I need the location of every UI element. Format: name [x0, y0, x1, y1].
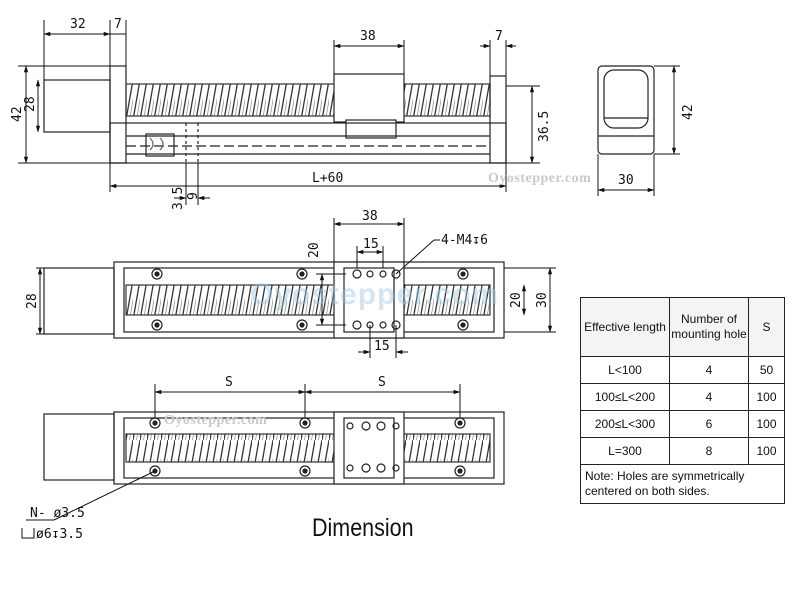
top-dimension-lines [36, 218, 556, 358]
carriage-foot [345, 119, 397, 139]
dim-end-block: 32 [70, 17, 86, 32]
dim-top-hole-spacing-y: 20 [307, 242, 322, 258]
dim-base-thickness: 9 [186, 192, 201, 200]
dim-top-rail-width-outer: 30 [535, 292, 550, 308]
dim-top-body-height: 28 [25, 293, 40, 309]
watermark-top: Oyostepper.com [488, 171, 591, 186]
side-view [597, 65, 655, 155]
table-cell: 6 [669, 410, 749, 438]
dim-overall-length: L+60 [312, 171, 343, 186]
table-cell: 4 [669, 356, 749, 384]
dim-top-rail-width-inner: 20 [509, 292, 524, 308]
bottom-rail-body [113, 411, 505, 485]
dim-top-carriage-width: 38 [362, 209, 378, 224]
side-dimension-lines [597, 65, 680, 196]
table-cell: 8 [669, 437, 749, 465]
table-note-row: Note: Holes are symmetrically centered o… [580, 464, 785, 504]
dim-end-plate-right: 7 [495, 29, 503, 44]
dim-height-total: 42 [10, 106, 25, 122]
front-dimension-lines [18, 20, 540, 205]
header-s: S [748, 297, 785, 357]
dim-base-offset: 3.5 [171, 187, 186, 210]
header-mounting-holes: Number of mounting hole [669, 297, 749, 357]
dim-hole-pitch-1: S [225, 375, 233, 390]
table-cell: 100 [748, 437, 785, 465]
front-view [43, 65, 507, 164]
watermark-bottom: Oyostepper.com [164, 413, 267, 428]
table-header-row: Effective length Number of mounting hole… [580, 297, 785, 357]
header-effective-length: Effective length [580, 297, 670, 357]
table-cell: 100 [748, 383, 785, 411]
table-cell: 100≤L<200 [580, 383, 670, 411]
lead-screw [125, 83, 491, 117]
bottom-motor [43, 413, 115, 481]
table-row: L<100 4 50 [580, 356, 785, 384]
mounting-hole-table: Effective length Number of mounting hole… [580, 297, 785, 504]
dim-motor-height: 28 [23, 96, 38, 112]
table-row: 100≤L<200 4 100 [580, 383, 785, 411]
dim-top-hole-spacing-x-bottom: 15 [374, 339, 390, 354]
top-motor [43, 267, 115, 335]
callout-tapped-holes: 4-M4↧6 [441, 233, 488, 248]
top-screw [125, 284, 491, 316]
table-cell: 50 [748, 356, 785, 384]
callout-mounting-holes: N- ø3.5 [30, 506, 85, 521]
bottom-screw [125, 433, 491, 463]
bottom-view [43, 411, 505, 485]
table-row: 200≤L<300 6 100 [580, 410, 785, 438]
table-cell: 200≤L<300 [580, 410, 670, 438]
left-end-plate [109, 65, 127, 164]
dim-end-plate-left: 7 [114, 17, 122, 32]
right-end-plate [489, 75, 507, 164]
table-row: L=300 8 100 [580, 437, 785, 465]
table-cell: 100 [748, 410, 785, 438]
page-title: Dimension [312, 514, 414, 542]
counterbore-icon [21, 528, 35, 539]
dim-side-height: 42 [681, 104, 696, 120]
table-cell: L<100 [580, 356, 670, 384]
front-carriage [333, 73, 405, 123]
motor-body [43, 79, 111, 133]
callout-counterbore: ø6↧3.5 [36, 527, 83, 542]
dim-rail-height: 36.5 [537, 111, 552, 142]
base-rail [109, 122, 507, 164]
table-cell: 4 [669, 383, 749, 411]
dim-top-hole-spacing-x: 15 [363, 237, 379, 252]
end-cap-detail [145, 133, 175, 157]
table-note: Note: Holes are symmetrically centered o… [580, 464, 785, 504]
dim-carriage-width: 38 [360, 29, 376, 44]
table-cell: L=300 [580, 437, 670, 465]
dim-hole-pitch-2: S [378, 375, 386, 390]
dim-side-width: 30 [618, 173, 634, 188]
top-rail-body [113, 261, 505, 339]
bottom-dimension-lines [26, 384, 461, 521]
watermark-middle: Oyostepper.com [250, 278, 499, 311]
